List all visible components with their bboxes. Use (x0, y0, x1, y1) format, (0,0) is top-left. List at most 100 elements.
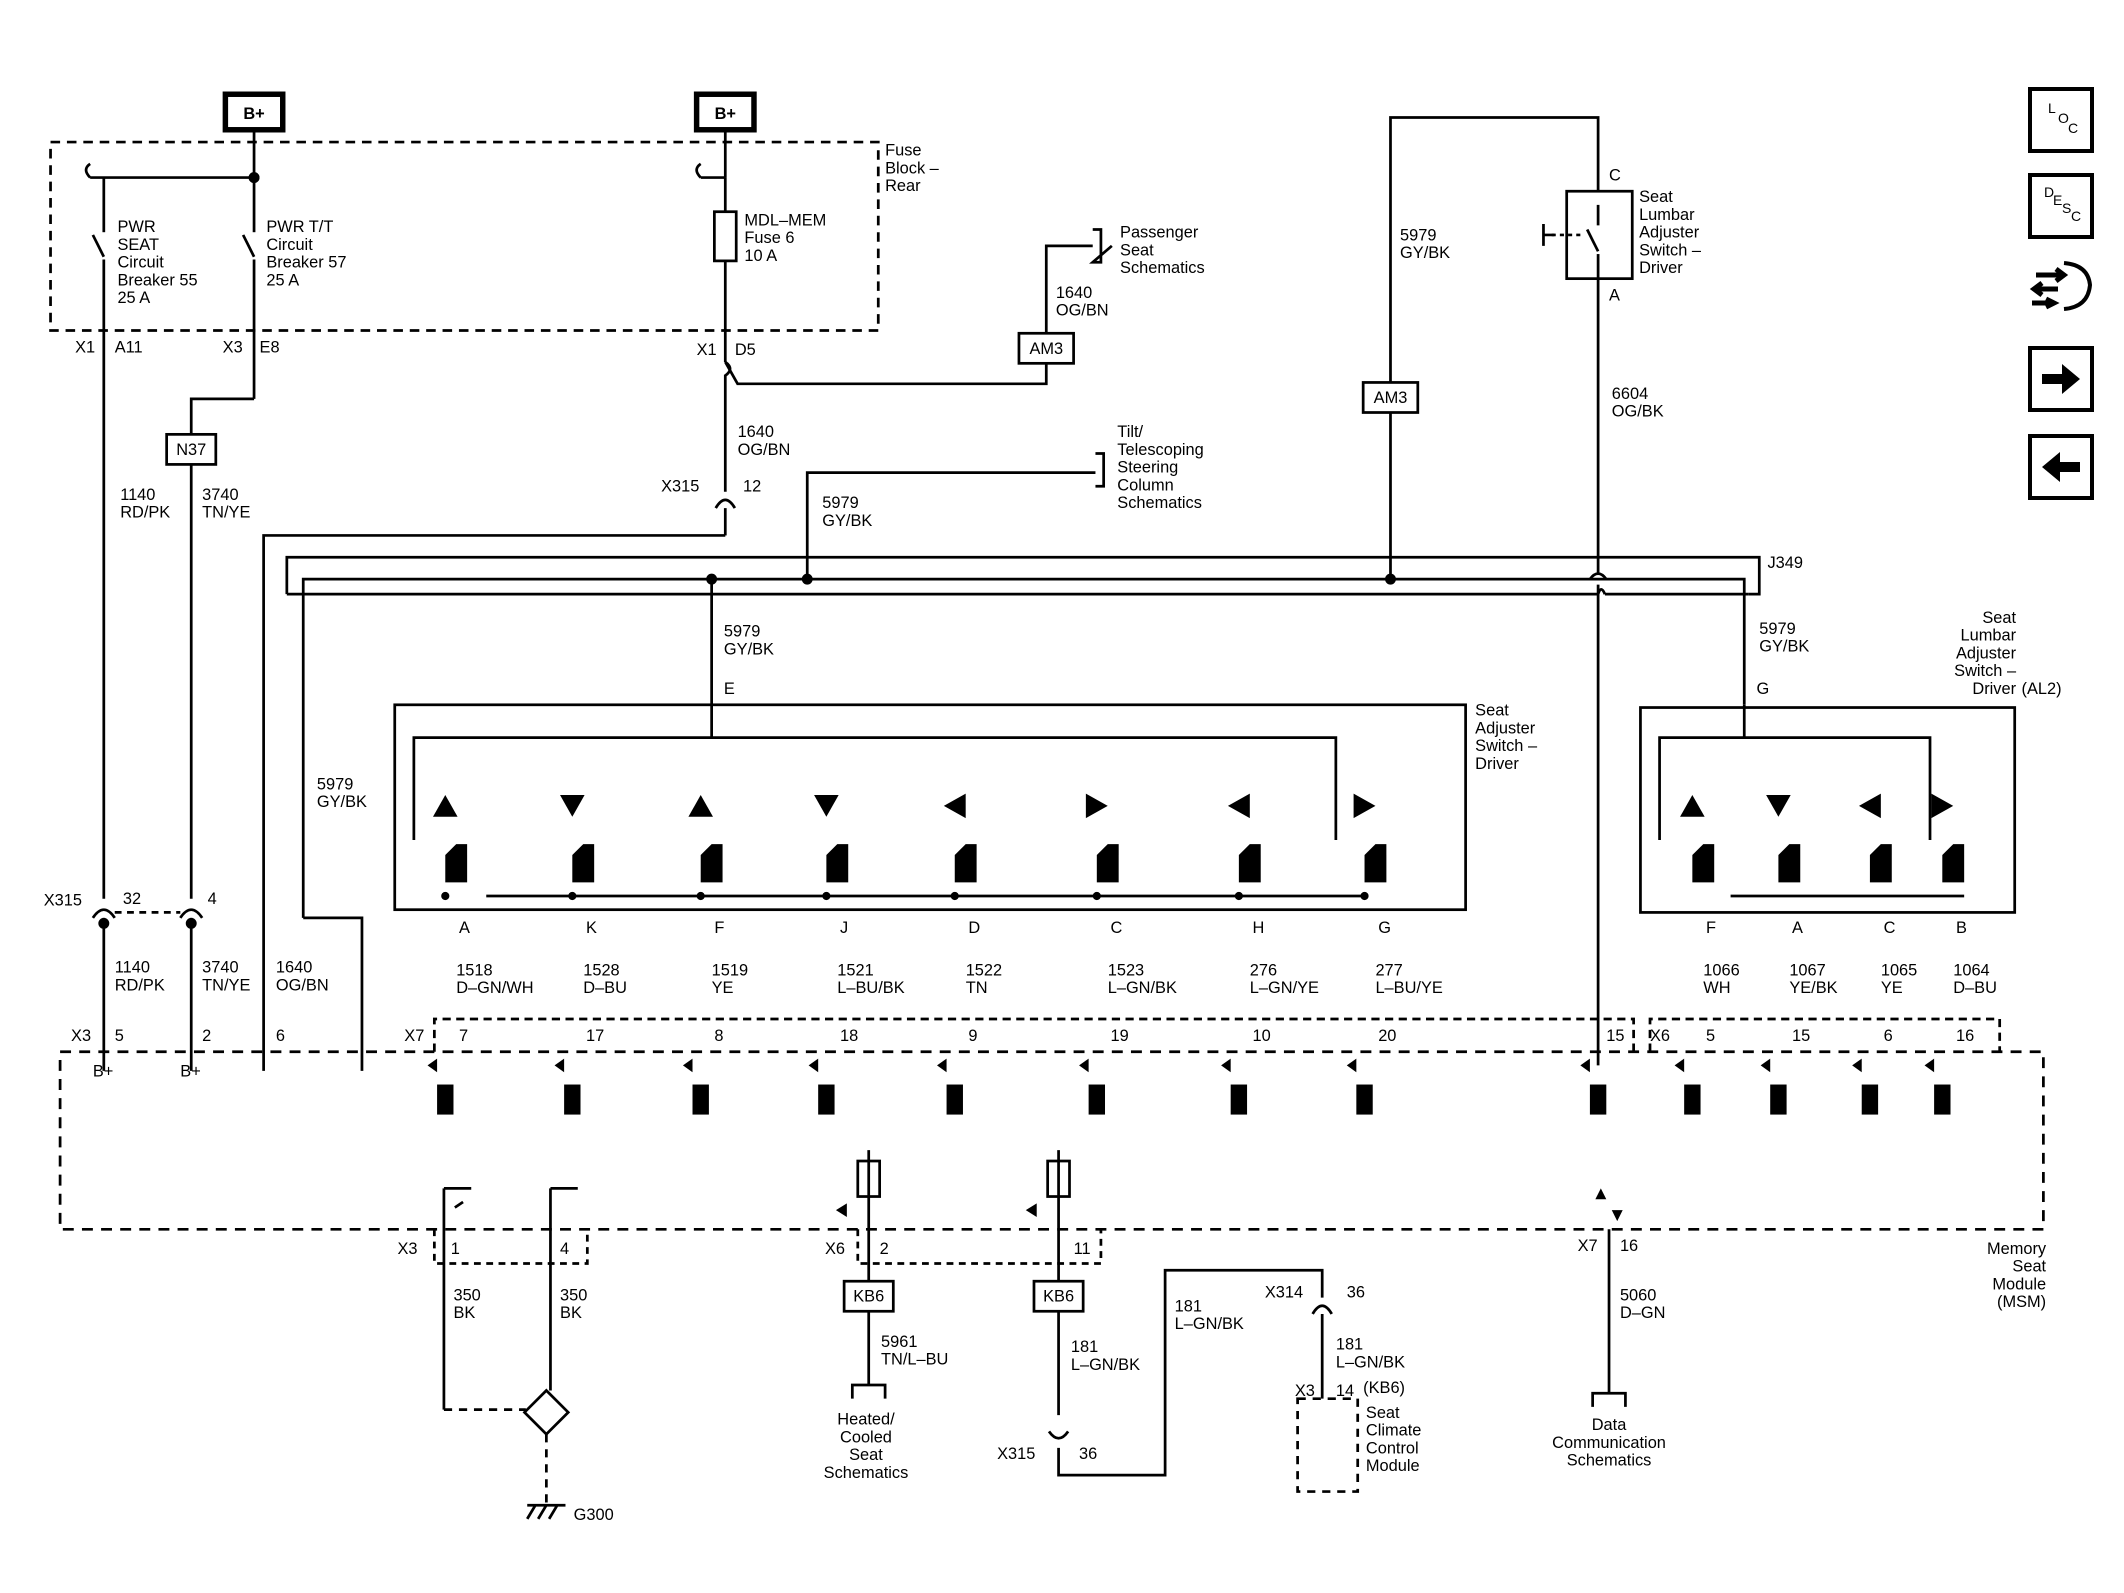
msm-label: (MSM) (1997, 1293, 2046, 1311)
connector-label: X3 (71, 1027, 91, 1045)
circuit-number: 1519 (712, 961, 748, 979)
resistor-icon (437, 1084, 454, 1115)
svg-text:E: E (2053, 192, 2062, 208)
tilt-steering-ref: Schematics (1117, 494, 1202, 512)
connector-label: 12 (743, 478, 761, 496)
next-button[interactable] (2028, 346, 2094, 412)
connector-label: X6 (825, 1240, 845, 1258)
circuit-number: 1518 (456, 961, 492, 979)
seat-adjuster-switch-label: Seat (1475, 702, 1509, 720)
circuit-breaker-55-label: Circuit (117, 254, 164, 272)
pin-label: X1 (697, 341, 717, 359)
wire-label: L–GN/BK (1071, 1356, 1140, 1374)
direction-triangle-icon (814, 794, 839, 817)
fuse-6-label: MDL–MEM (744, 211, 826, 229)
circuit-breaker-55-label: 25 A (117, 289, 150, 307)
resistor-icon (1770, 1084, 1787, 1115)
wire-label: OG/BK (1612, 403, 1664, 421)
pin-label: D5 (735, 341, 756, 359)
tilt-steering-ref: Tilt/ (1117, 423, 1143, 441)
svg-text:D: D (2044, 184, 2054, 200)
lumbar-switch-top-label: Adjuster (1639, 224, 1700, 242)
pin-label: G (1378, 919, 1391, 937)
svg-text:L: L (2048, 100, 2056, 116)
circuit-breaker-57-label: PWR T/T (266, 218, 333, 236)
tilt-steering-ref: Telescoping (1117, 441, 1203, 459)
fuse-6-label: Fuse 6 (744, 229, 794, 247)
connector-pin: 18 (840, 1027, 858, 1045)
resistor-icon (1861, 1084, 1879, 1115)
fuse-block-title: Fuse (885, 142, 921, 160)
circuit-color: YE (712, 979, 734, 997)
circuit-breaker-55-label: Breaker 55 (117, 271, 197, 289)
circuit-color: TN (966, 979, 988, 997)
circuit-number: 1065 (1881, 961, 1917, 979)
fuse-block-outline (49, 140, 880, 332)
ground-icon (943, 1114, 966, 1137)
connector-label: X3 (1295, 1382, 1315, 1400)
wire-label: 5961 (881, 1333, 917, 1351)
fuse-6-label: 10 A (744, 247, 777, 265)
connector-label: X315 (661, 478, 699, 496)
fuse6-symbol (712, 210, 738, 263)
wire-label: 1140 (115, 959, 150, 977)
ground-icon (1353, 1114, 1376, 1137)
switch-contact-icon (700, 844, 723, 883)
ground-icon (1767, 1114, 1790, 1137)
circuit-color: L–GN/YE (1250, 979, 1319, 997)
resistor-icon (1230, 1084, 1248, 1115)
prev-button[interactable] (2028, 434, 2094, 500)
wire-label: D–GN (1620, 1304, 1666, 1322)
svg-text:C: C (2071, 208, 2081, 224)
resistor-icon (1356, 1084, 1373, 1115)
fuse-block-title: Rear (885, 177, 921, 195)
pin-label: A (1609, 286, 1620, 304)
wire-label: OG/BN (738, 441, 791, 459)
connector-label: 5 (115, 1027, 124, 1045)
arrow-icon (1025, 1203, 1059, 1218)
pin-label: B (1956, 919, 1967, 937)
wire-label: TN/L–BU (881, 1351, 948, 1369)
bidirectional-arrow-icon (1595, 1188, 1623, 1222)
heated-seat-ref: Schematics (824, 1464, 909, 1482)
connector-pin: 16 (1956, 1027, 1974, 1045)
connector-label: 16 (1620, 1237, 1638, 1255)
circuit-number: 1523 (1108, 961, 1144, 979)
passenger-seat-ref: Schematics (1120, 259, 1205, 277)
lumbar-switch-label: Switch – (1954, 662, 2017, 680)
passenger-seat-ref: Seat (1120, 241, 1154, 259)
heated-seat-ref: Cooled (840, 1428, 892, 1446)
wire-label: 181 (1175, 1297, 1202, 1315)
switch-contact-icon (1778, 844, 1801, 883)
ground-icon (561, 1114, 584, 1137)
connector-icon[interactable] (2028, 255, 2098, 327)
svg-text:C: C (2068, 120, 2078, 136)
lumbar-switch-label: Seat (1982, 609, 2016, 627)
switch-contact-icon (1364, 844, 1387, 883)
circuit-number: 1521 (837, 961, 873, 979)
pin-label: J (840, 919, 848, 937)
pin-label: F (1706, 919, 1716, 937)
svg-text:O: O (2058, 110, 2069, 126)
wire-label: TN/YE (202, 976, 250, 994)
seat-adjuster-switch-label: Adjuster (1475, 719, 1536, 737)
wire-label: GY/BK (822, 512, 872, 530)
fuse-block-title: Block – (885, 159, 940, 177)
heated-seat-ref: Heated/ (837, 1411, 895, 1429)
pin-label: D (968, 919, 980, 937)
wire-label: 181 (1336, 1336, 1363, 1354)
wire-label: 350 (560, 1286, 587, 1304)
pin-label: C (1110, 919, 1122, 937)
connector-label: B+ (93, 1062, 114, 1080)
connector-pin: 5 (1706, 1027, 1715, 1045)
splice-am3-label: AM3 (1029, 340, 1063, 358)
direction-triangle-icon (1085, 793, 1108, 819)
connector-pin: 15 (1792, 1027, 1810, 1045)
circuit-number: 1067 (1789, 961, 1825, 979)
ground-icon (689, 1114, 712, 1137)
connector-pin: 19 (1110, 1027, 1128, 1045)
wire-label: GY/BK (317, 793, 367, 811)
connector-label: 36 (1347, 1284, 1365, 1302)
